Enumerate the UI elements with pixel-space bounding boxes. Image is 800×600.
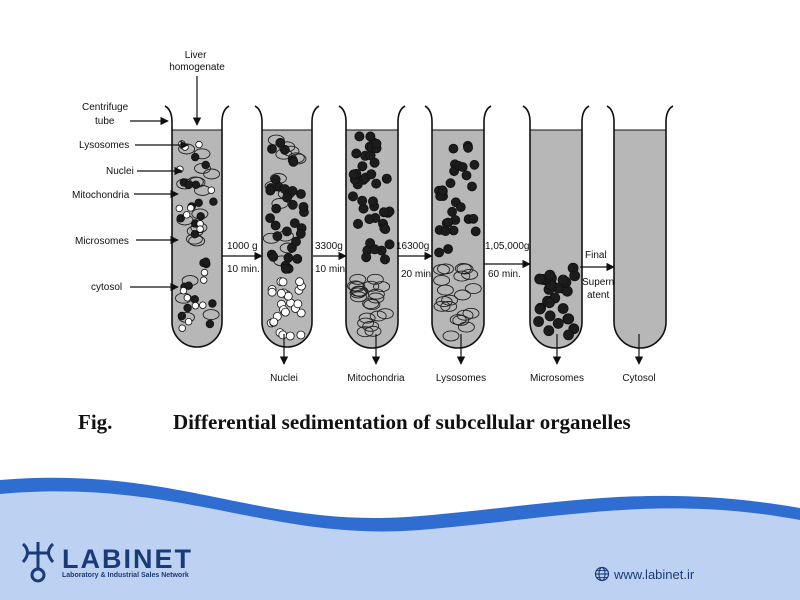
lysosomes-label: Lysosomes — [79, 140, 129, 151]
tube-microsomes — [522, 105, 590, 349]
sedimentation-diagram: Liver homogenate Centrifuge tube Lysosom… — [72, 50, 674, 434]
tube-mitochondria — [338, 105, 406, 349]
step-4-time: 60 min. — [488, 269, 521, 280]
mitochondria-label: Mitochondria — [72, 190, 130, 201]
step-4-force: 1,05,000g — [485, 241, 530, 252]
brand-name: LABINET — [62, 543, 193, 574]
centrifuge-tube-label: Centrifuge tube — [82, 102, 131, 127]
labinet-emblem-icon — [21, 542, 55, 583]
step-5-supernatant: Supern atent — [582, 277, 617, 301]
step-2-force: 3300g — [315, 241, 343, 252]
figure-label: Fig. — [78, 410, 112, 434]
pellet-label-lysosomes: Lysosomes — [436, 373, 486, 384]
globe-icon — [594, 566, 610, 582]
pellet-label-mitochondria: Mitochondria — [347, 373, 405, 384]
tube-nuclei — [254, 105, 320, 348]
step-1-time: 10 min. — [227, 264, 260, 275]
pellet-label-cytosol: Cytosol — [622, 373, 655, 384]
figure-title: Differential sedimentation of subcellula… — [173, 410, 631, 434]
pellet-label-microsomes: Microsomes — [530, 373, 584, 384]
footer-wave-front — [0, 491, 800, 600]
liver-homogenate-label: Liver homogenate — [169, 50, 225, 73]
labinet-logo[interactable]: LABINET Laboratory & Industrial Sales Ne… — [20, 540, 193, 584]
website-url: www.labinet.ir — [614, 566, 695, 582]
tube-lysosomes — [424, 105, 492, 349]
brand-tagline: Laboratory & Industrial Sales Network — [62, 571, 189, 579]
cytosol-label: cytosol — [91, 282, 122, 293]
tube-cytosol — [606, 105, 674, 349]
step-5-label: Final — [585, 250, 607, 261]
website-link[interactable]: www.labinet.ir — [594, 566, 694, 582]
step-2-time: 10 min. — [315, 264, 348, 275]
tube-homogenate — [164, 105, 230, 348]
step-3-time: 20 min. — [401, 269, 434, 280]
step-3-force: 16300g — [396, 241, 429, 252]
pellet-label-nuclei: Nuclei — [270, 373, 298, 384]
nuclei-label: Nuclei — [106, 166, 134, 177]
microsomes-label: Microsomes — [75, 236, 129, 247]
step-1-force: 1000 g — [227, 241, 258, 252]
